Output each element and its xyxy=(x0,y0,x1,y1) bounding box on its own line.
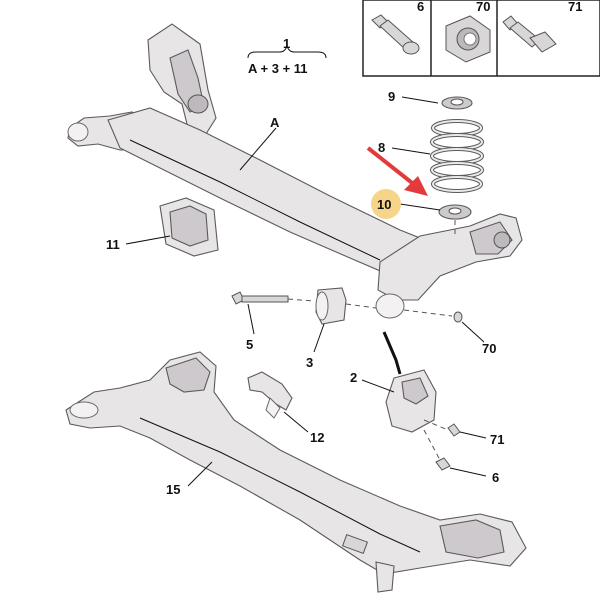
rear-axle-beam xyxy=(67,23,523,319)
subframe-body xyxy=(65,351,527,575)
callout-8: 8 xyxy=(378,140,385,155)
bolt-6-icon xyxy=(371,14,420,55)
callout-12: 12 xyxy=(310,430,324,445)
subframe-foot xyxy=(375,561,395,593)
axle-left-pivot xyxy=(67,122,89,142)
callout-axle: A xyxy=(270,115,280,130)
bracket-link-line xyxy=(382,331,402,375)
hardware-box-group: 6 70 71 xyxy=(362,0,600,77)
leader-8 xyxy=(391,147,431,155)
callout-5: 5 xyxy=(246,337,253,352)
bracket-part xyxy=(382,331,461,471)
leader-12 xyxy=(283,411,309,433)
formula-expression: A + 3 + 11 xyxy=(248,61,308,76)
leader-6 xyxy=(449,467,487,477)
clip-part xyxy=(247,371,293,419)
callout-9: 9 xyxy=(388,89,395,104)
leader-10 xyxy=(399,203,441,211)
leader-9 xyxy=(401,96,439,104)
pivot-hardware xyxy=(231,287,463,325)
box-label-6: 6 xyxy=(417,0,424,14)
callout-70: 70 xyxy=(482,341,496,356)
screw-71-small xyxy=(447,423,461,437)
clip-12-body xyxy=(247,371,293,411)
box-label-71: 71 xyxy=(568,0,582,14)
axle-beam-edge xyxy=(129,139,381,261)
arrow-head xyxy=(404,176,428,196)
leader-5 xyxy=(247,303,255,335)
nut-70-icon xyxy=(445,15,491,63)
spring-stack xyxy=(430,96,484,236)
callout-10: 10 xyxy=(377,197,391,212)
arrow-shaft xyxy=(366,146,418,188)
nut-70-small xyxy=(453,311,463,323)
axle-right-pivot xyxy=(375,293,405,319)
coil-spring xyxy=(430,119,484,193)
bump-stop-part xyxy=(159,197,219,257)
leader-lines xyxy=(125,96,487,487)
formula-brace xyxy=(247,44,327,59)
callout-11: 11 xyxy=(106,237,120,252)
bolt-71-icon xyxy=(502,15,557,53)
leader-70 xyxy=(461,321,485,343)
bolt-5-shank xyxy=(241,295,289,303)
leader-11 xyxy=(125,235,171,245)
leader-15 xyxy=(187,461,213,487)
callout-10-highlight xyxy=(371,189,401,219)
screw-6-small xyxy=(435,457,451,471)
callout-6: 6 xyxy=(492,470,499,485)
axle-left-hole xyxy=(187,94,209,114)
subframe-part xyxy=(65,351,527,593)
assembly-formula: 1 A + 3 + 11 xyxy=(247,36,327,76)
callout-3: 3 xyxy=(306,355,313,370)
callout-15: 15 xyxy=(166,482,180,497)
formula-ref: 1 xyxy=(283,36,290,51)
highlight-arrow xyxy=(366,146,428,196)
callout-71: 71 xyxy=(490,432,504,447)
leader-2 xyxy=(361,379,395,393)
callout-labels: A 9 8 10 11 5 3 70 2 71 6 12 15 xyxy=(106,89,504,497)
leader-A xyxy=(239,127,277,171)
callout-2: 2 xyxy=(350,370,357,385)
leader-71 xyxy=(459,431,487,439)
box-label-70: 70 xyxy=(476,0,490,14)
axle-right-hole xyxy=(493,231,511,249)
leader-3 xyxy=(313,323,325,353)
